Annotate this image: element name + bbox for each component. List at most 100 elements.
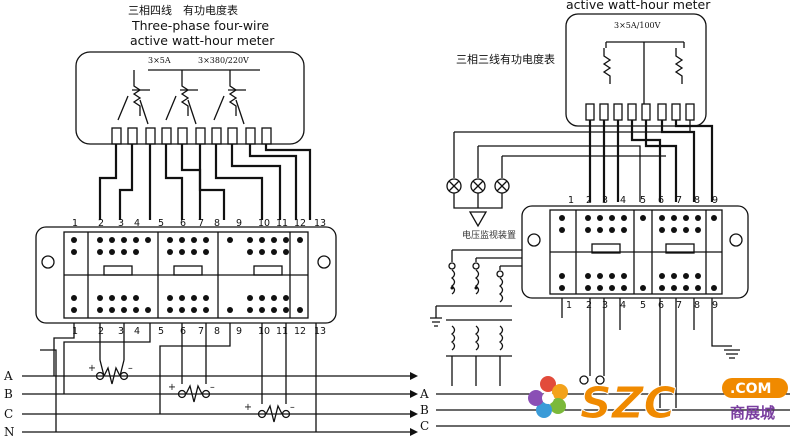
fuse xyxy=(211,127,222,145)
pt-secondary xyxy=(450,325,504,351)
terminal-number: 9 xyxy=(236,326,242,337)
left-bottom-numbers: 1 2 3 4 5 6 7 8 9 10 11 12 13 xyxy=(72,326,326,337)
terminal-number: 10 xyxy=(258,326,270,337)
terminal-number: 3 xyxy=(118,326,124,337)
mount-hole xyxy=(317,255,331,269)
lamp-common xyxy=(453,193,503,209)
wire xyxy=(40,349,57,432)
coil-1 xyxy=(132,70,142,116)
lamp-icon xyxy=(494,178,510,194)
line-label-b: B xyxy=(420,403,429,417)
logo-flower-icon xyxy=(528,376,568,418)
left-coils xyxy=(117,70,246,125)
terminal-number: 6 xyxy=(180,326,186,337)
ground-icon xyxy=(724,349,740,359)
wire xyxy=(159,323,231,414)
terminal-number: 8 xyxy=(694,300,700,311)
terminal-number: 6 xyxy=(180,218,186,229)
coil-2 xyxy=(180,70,190,116)
terminal-number: 3 xyxy=(118,218,124,229)
terminal-number: 7 xyxy=(198,326,204,337)
lamp-icon xyxy=(446,178,462,194)
lamp-wires xyxy=(453,132,503,178)
terminal-number: 5 xyxy=(640,195,646,206)
coil-leads xyxy=(117,95,245,125)
line-label-a: A xyxy=(3,369,13,383)
fuse xyxy=(161,127,172,145)
right-diagram: active watt-hour meter 三相三线有功电度表 3×5A/10… xyxy=(419,0,790,433)
link-bar xyxy=(591,243,621,254)
terminal-number: 13 xyxy=(314,326,326,337)
link-bar xyxy=(253,265,283,276)
left-title-en-1: Three-phase four-wire xyxy=(131,18,269,33)
wire xyxy=(63,323,151,394)
terminal-number: 11 xyxy=(276,218,288,229)
mount-hole xyxy=(41,255,55,269)
svg-text:+: + xyxy=(88,363,96,374)
wire xyxy=(561,298,621,376)
terminal-number: 2 xyxy=(586,195,592,206)
terminal-number: 2 xyxy=(98,218,104,229)
mount-hole xyxy=(729,233,743,247)
right-terminal-block xyxy=(521,205,749,299)
watermark-tagline: 商展城 xyxy=(730,404,775,422)
ct-coil-c xyxy=(265,404,283,423)
pt-drops xyxy=(451,250,501,270)
fuse xyxy=(227,127,238,145)
wire xyxy=(454,120,691,133)
ct-coil-a xyxy=(103,366,121,385)
left-spec-current: 3×5A xyxy=(148,56,171,65)
terminal-number: 6 xyxy=(658,195,664,206)
wire xyxy=(230,144,282,220)
right-bottom-numbers: 1 2 3 4 5 6 7 8 9 xyxy=(566,300,718,311)
svg-text:+: + xyxy=(168,382,176,393)
right-meter-wires xyxy=(453,120,714,202)
terminal-number: 9 xyxy=(712,300,718,311)
ct-leads xyxy=(99,359,125,377)
pt-common xyxy=(435,305,512,318)
terminal-number: 4 xyxy=(620,300,626,311)
wire xyxy=(164,144,184,220)
terminal-number: 12 xyxy=(294,218,306,229)
wire xyxy=(478,145,641,202)
terminal-number: 7 xyxy=(198,218,204,229)
fuse xyxy=(127,127,138,145)
left-supply-lines: A B C N xyxy=(3,369,418,439)
terminal-number: 10 xyxy=(258,218,270,229)
terminal-number: 5 xyxy=(158,218,164,229)
pt-primary xyxy=(450,269,504,303)
fuse xyxy=(195,127,206,145)
line-label-a: A xyxy=(419,387,429,401)
fuse xyxy=(111,127,122,145)
right-spec: 3×5A/100V xyxy=(614,21,661,30)
ct-coil-b xyxy=(185,384,203,403)
terminal-number: 13 xyxy=(314,218,326,229)
terminal-number: 1 xyxy=(566,300,572,311)
terminal-number: 1 xyxy=(72,218,78,229)
terminal-number: 7 xyxy=(676,195,682,206)
left-current-transformers: + – + – + – xyxy=(88,359,295,423)
left-diagram: 三相四线 有功电度表 Three-phase four-wire active … xyxy=(3,3,418,439)
monitor-symbol xyxy=(468,211,488,228)
wire xyxy=(248,144,298,220)
mount-hole xyxy=(527,233,541,247)
svg-text:–: – xyxy=(210,382,215,393)
block-body xyxy=(35,226,337,324)
terminal-number: 1 xyxy=(568,195,574,206)
svg-text:+: + xyxy=(244,402,252,413)
wire xyxy=(180,144,202,220)
terminal-number: 6 xyxy=(658,300,664,311)
wire xyxy=(264,144,312,220)
terminal-number: 8 xyxy=(694,195,700,206)
link-bar xyxy=(173,265,203,276)
line-label-c: C xyxy=(420,419,429,433)
fuse xyxy=(145,127,156,145)
right-meter-housing xyxy=(565,13,707,127)
terminal-number: 12 xyxy=(294,326,306,337)
wire xyxy=(659,298,732,408)
svg-text:–: – xyxy=(128,363,133,374)
pt-cores xyxy=(446,319,512,357)
line-label-c: C xyxy=(4,407,13,421)
wire xyxy=(98,144,118,220)
